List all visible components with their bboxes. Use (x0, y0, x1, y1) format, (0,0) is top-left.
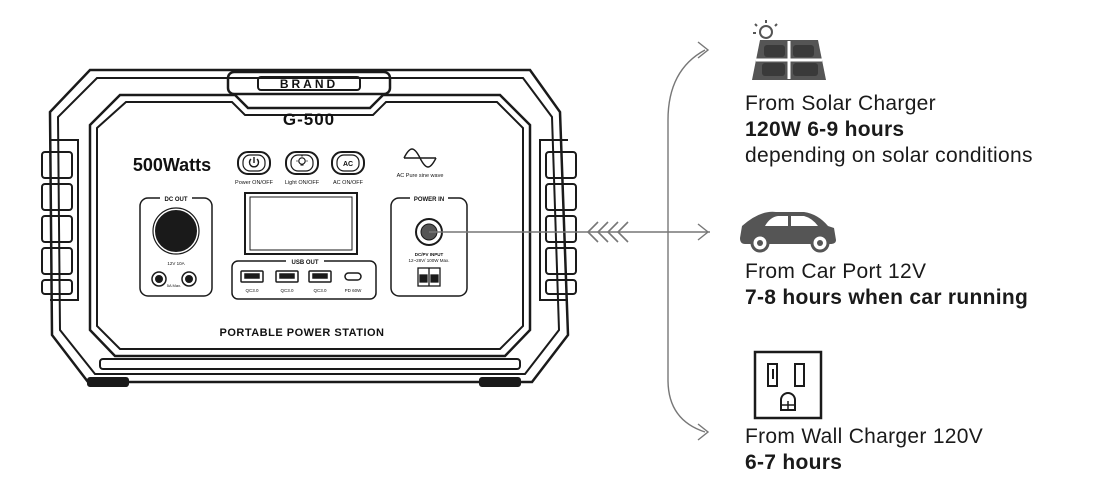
dc-jack-left[interactable] (151, 271, 167, 287)
light-button[interactable] (285, 151, 319, 175)
power-in-title: POWER IN (414, 197, 444, 203)
ac-button[interactable]: AC (331, 151, 365, 175)
chevron-arrows-icon (586, 221, 629, 243)
car-title: From Car Port 12V (745, 260, 927, 283)
wattage-label: 500Watts (133, 155, 211, 175)
wall-time: 6-7 hours (745, 451, 843, 474)
bulb-icon (296, 155, 308, 166)
input-connector (429, 41, 710, 441)
wall-outlet-icon (753, 350, 823, 420)
solar-title: From Solar Charger (745, 92, 936, 115)
solar-panel-icon (752, 20, 826, 80)
dc-out-panel (139, 197, 213, 297)
power-station-device (41, 68, 577, 387)
usb-port-3[interactable] (308, 270, 332, 283)
brand-label: BRAND (280, 77, 338, 91)
solar-note: depending on solar conditions (745, 144, 1033, 167)
usb-port-3-label: QC3.0 (313, 288, 327, 293)
lcd-display (244, 192, 358, 255)
power-in-spec-1: DC/PV INPUT (415, 252, 444, 257)
power-button[interactable] (237, 151, 271, 175)
ac-button-label: AC ON/OFF (333, 180, 364, 186)
car-time: 7-8 hours when car running (745, 286, 1029, 309)
car-source-text: From Car Port 12V 7-8 hours when car run… (745, 259, 1028, 311)
dc-out-title: DC OUT (165, 197, 188, 203)
wave-label: AC Pure sine wave (397, 173, 444, 179)
wall-source-text: From Wall Charger 120V 6-7 hours (745, 424, 983, 476)
sine-wave-icon (403, 148, 437, 168)
solar-source-text: From Solar Charger 120W 6-9 hours depend… (745, 91, 1033, 169)
usb-port-2-label: QC3.0 (280, 288, 294, 293)
anderson-port[interactable] (417, 267, 441, 287)
usb-port-2[interactable] (275, 270, 299, 283)
dc-jack-label: 5A Max. (167, 283, 181, 288)
ac-text-icon: AC (343, 161, 353, 168)
power-icon (248, 157, 260, 168)
power-in-spec-2: 12~28V/ 100W Max. (409, 258, 450, 263)
solar-time: 120W 6-9 hours (745, 118, 905, 141)
usb-out-title: USB OUT (292, 260, 319, 266)
footer-label: PORTABLE POWER STATION (220, 327, 385, 339)
dc-out-rating: 12V 10A (167, 261, 184, 266)
dc-jack-right[interactable] (181, 271, 197, 287)
usb-c-port[interactable] (344, 272, 362, 281)
usb-port-1-label: QC3.0 (245, 288, 259, 293)
wall-title: From Wall Charger 120V (745, 425, 984, 448)
model-label: G-500 (283, 110, 335, 129)
car-socket-port[interactable] (156, 211, 196, 251)
power-button-label: Power ON/OFF (235, 180, 274, 186)
usb-port-1[interactable] (240, 270, 264, 283)
car-icon (740, 211, 836, 253)
usb-c-port-label: PD 60W (345, 288, 363, 293)
light-button-label: Light ON/OFF (285, 180, 320, 186)
